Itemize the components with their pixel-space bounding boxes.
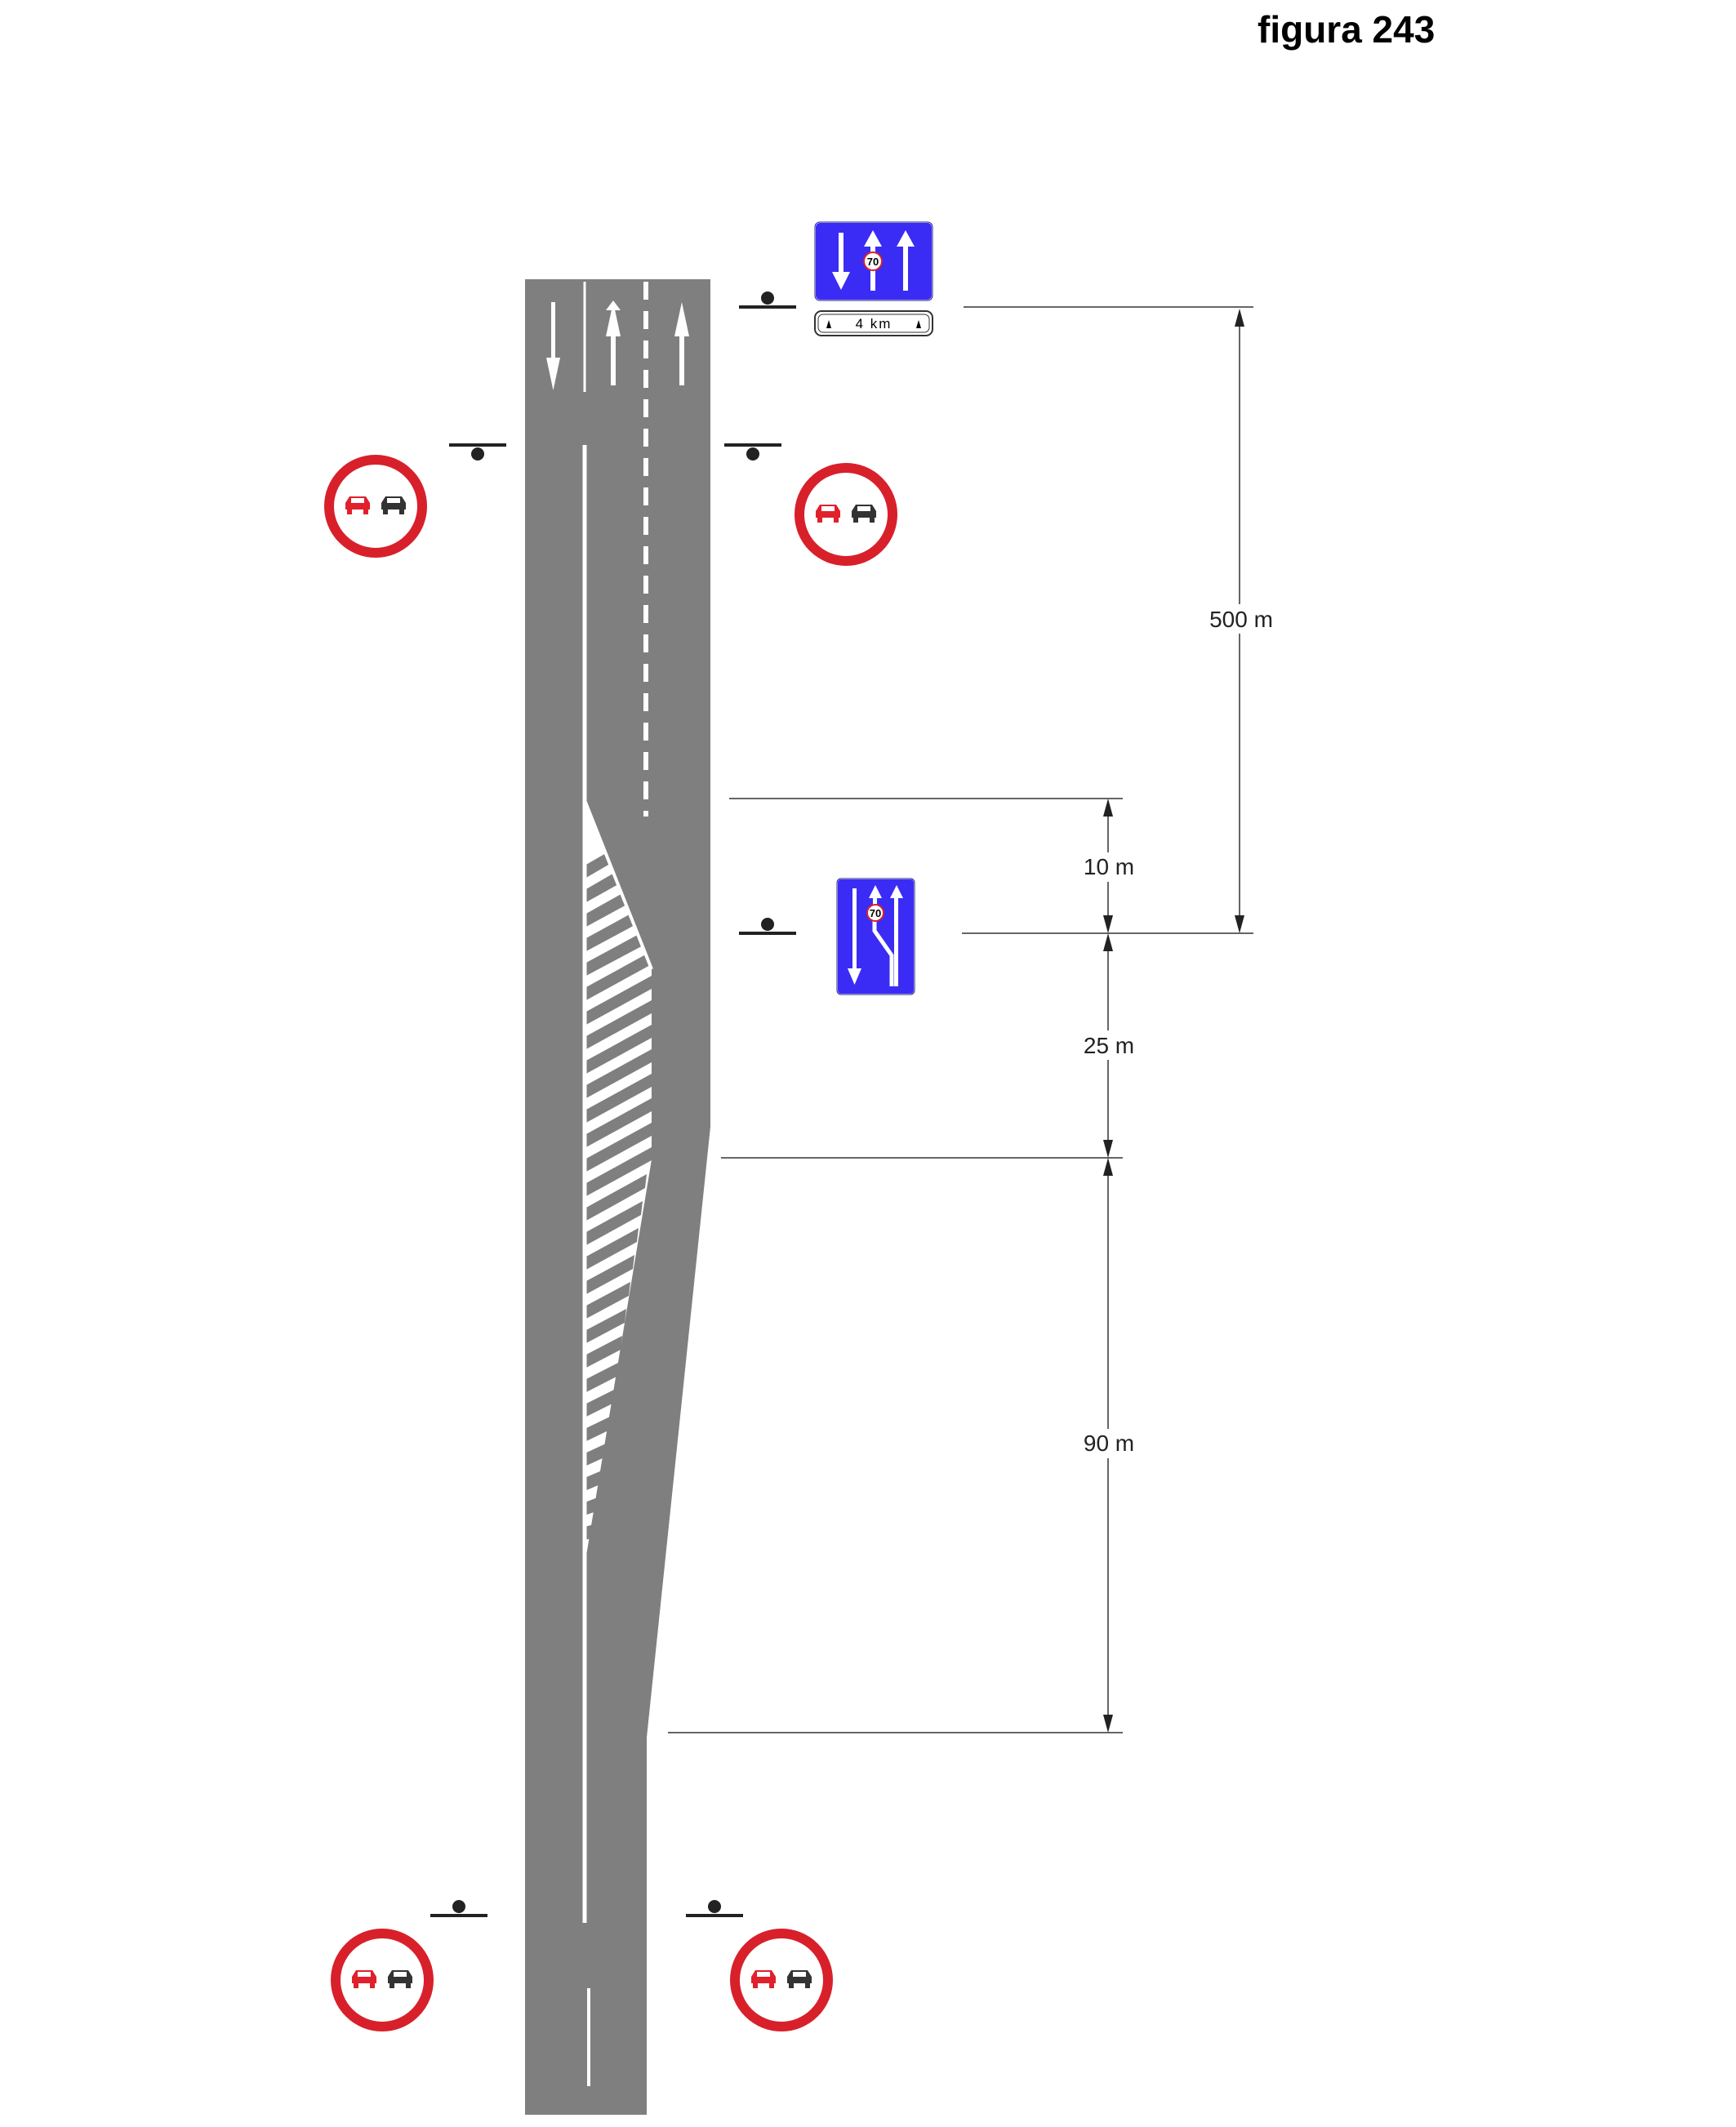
dimension-500m-label: 500 m — [1209, 607, 1273, 632]
down-arrow-marking — [546, 302, 560, 390]
speed-limit-value: 70 — [867, 256, 879, 268]
island-edge-line — [583, 799, 653, 970]
dimension-90m-label: 90 m — [1084, 1431, 1134, 1456]
no-overtaking-sign-upper-left — [324, 455, 427, 558]
black-car-icon — [787, 1970, 812, 1988]
post-top-right — [739, 291, 796, 309]
dimension-labels: 500 m 10 m 25 m 90 m — [1076, 604, 1278, 1458]
lane-start-sign: 70 — [836, 878, 915, 995]
speed-limit-value-2: 70 — [870, 907, 881, 919]
no-overtaking-sign-upper-right — [795, 463, 897, 566]
post-middle-right — [739, 918, 796, 935]
speed-limit-badge — [863, 251, 883, 271]
no-overtaking-sign-lower-left — [331, 1929, 434, 2031]
post-upper-left — [449, 443, 506, 461]
red-car-icon — [345, 496, 370, 514]
post-lower-left — [430, 1900, 487, 1917]
black-car-icon — [852, 505, 876, 523]
red-car-icon — [352, 1970, 376, 1988]
dimension-25m-label: 25 m — [1084, 1033, 1134, 1058]
island-hatching — [585, 853, 652, 1540]
black-car-icon — [381, 496, 406, 514]
red-car-icon — [751, 1970, 776, 1988]
up-arrow-marking-2 — [674, 302, 689, 385]
red-car-icon — [816, 505, 840, 523]
distance-plate-text: 4 km — [856, 316, 892, 332]
pavement-arrows — [546, 300, 689, 390]
black-car-icon — [388, 1970, 412, 1988]
distance-plate: 4 km — [814, 310, 933, 336]
dimension-10m-label: 10 m — [1084, 854, 1134, 879]
up-arrow-marking-1 — [606, 300, 621, 385]
post-lower-right — [686, 1900, 743, 1917]
no-overtaking-sign-lower-right — [730, 1929, 833, 2031]
speed-limit-badge-2 — [866, 904, 884, 922]
road-surface — [525, 279, 710, 2115]
sign-posts — [430, 291, 796, 1917]
post-upper-right — [724, 443, 781, 461]
figure-title: figura 243 — [1257, 8, 1435, 51]
dimension-lines — [668, 306, 1253, 1733]
lane-configuration-sign: 70 — [814, 221, 933, 301]
road-markings — [552, 282, 653, 2086]
